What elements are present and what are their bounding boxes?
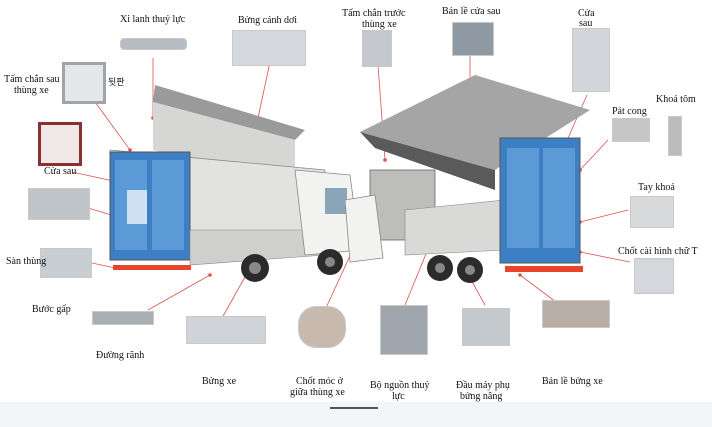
bat-wing-panel-image <box>232 30 306 66</box>
scroll-indicator[interactable] <box>330 407 378 409</box>
label-rear-panel-1: Tấm chắn sau <box>4 74 60 85</box>
center-latch-image <box>298 306 346 348</box>
label-tailgate-motor-2: bửng nâng <box>460 391 503 402</box>
label-rear-panel-2: thùng xe <box>14 85 49 96</box>
label-rear-door: Cửa sau <box>44 166 77 177</box>
floor-section-image <box>28 188 90 220</box>
label-power-unit-2: lực <box>392 391 405 402</box>
label-side-panel-hinge: Bản lề bửng xe <box>542 376 603 387</box>
rear-door-image <box>572 28 610 92</box>
label-front-panel-2: thùng xe <box>362 19 397 30</box>
truck-left-illustration <box>109 85 361 282</box>
page-footer <box>0 402 712 427</box>
label-rear-door-1: Cửa <box>578 8 595 19</box>
label-bat-wing-panel: Bửng cánh dơi <box>238 15 298 26</box>
label-groove: Đường rãnh <box>96 350 145 361</box>
label-center-latch-1: Chốt móc ở <box>296 376 343 387</box>
tailgate-motor-image <box>462 308 510 346</box>
rear-door-frame-image <box>38 122 82 166</box>
shrimp-lock-image <box>668 116 682 156</box>
label-side-panel: Bửng xe <box>202 376 237 387</box>
hydraulic-power-unit-image <box>380 305 428 355</box>
front-panel-image <box>362 30 392 67</box>
bent-bracket-image <box>612 118 650 142</box>
label-lock-handle: Tay khoá <box>638 182 675 193</box>
fold-step-image <box>92 311 154 325</box>
t-latch-image <box>634 258 674 294</box>
rear-panel-image <box>62 62 106 104</box>
label-center-latch-2: giữa thùng xe <box>290 387 345 398</box>
label-shrimp-lock: Khoá tôm <box>656 94 696 105</box>
label-korean: 뒷판 <box>108 78 125 88</box>
truck-right-illustration <box>345 75 590 283</box>
rear-door-hinge-image <box>452 22 494 56</box>
label-tailgate-motor-1: Đầu máy phụ <box>456 380 510 391</box>
cargo-floor-image <box>40 248 92 278</box>
label-cargo-floor: Sàn thùng <box>6 256 47 267</box>
side-panel-hinge-image <box>542 300 610 328</box>
label-rear-door-2: sau <box>579 18 593 29</box>
label-power-unit-1: Bộ nguồn thuỷ <box>370 380 430 391</box>
hydraulic-cylinder-image <box>120 38 187 50</box>
label-rear-door-hinge: Bản lề cửa sau <box>442 6 501 17</box>
label-front-panel-1: Tấm chắn trước <box>342 8 406 19</box>
side-panel-image <box>186 316 266 344</box>
lock-handle-image <box>630 196 674 228</box>
label-t-latch: Chốt cài hình chữ T <box>618 246 698 257</box>
label-fold-step: Bước gấp <box>32 304 71 315</box>
label-hydraulic-cylinder: Xi lanh thuỷ lực <box>120 14 186 25</box>
label-bent-bracket: Pát cong <box>612 106 647 117</box>
